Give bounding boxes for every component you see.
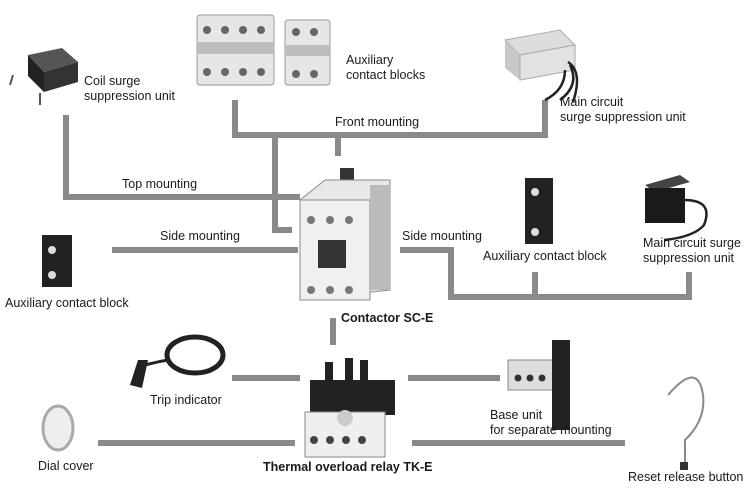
main-surge-right-label: Main circuit surge suppression unit	[643, 236, 741, 265]
dial-cover-image	[41, 404, 75, 452]
front-mounting-label: Front mounting	[335, 115, 420, 129]
coil-surge-label: Coil surge suppression unit	[84, 74, 176, 103]
base-unit-image	[507, 340, 570, 430]
main-surge-top-label: Main circuit surge suppression unit	[560, 95, 686, 124]
top-mounting-line	[63, 115, 300, 200]
reset-button-label: Reset release button	[628, 470, 744, 484]
aux-block-left-label: Auxiliary contact block	[5, 296, 129, 310]
dial-cover-label: Dial cover	[38, 459, 94, 473]
relay-label: Thermal overload relay TK-E	[263, 460, 433, 474]
aux-blocks-top-label: Auxiliary contact blocks	[346, 53, 426, 82]
main-surge-unit-top-image	[503, 29, 579, 103]
coil-surge-unit-image	[9, 48, 78, 105]
relay-image	[304, 358, 395, 458]
trip-indicator-image	[130, 334, 226, 388]
trip-indicator-label: Trip indicator	[150, 393, 222, 407]
side-mounting-right-line	[400, 247, 692, 300]
side-mounting-right-label: Side mounting	[402, 229, 482, 243]
top-mounting-label: Top mounting	[122, 177, 198, 191]
contactor-label: Contactor SC-E	[341, 311, 434, 325]
aux-contact-blocks-image	[196, 14, 331, 86]
connector-lines	[63, 100, 692, 446]
front-mounting-drop	[272, 135, 292, 233]
aux-contact-block-left-image	[42, 235, 72, 287]
base-unit-label: Base unit for separate mounting	[490, 408, 612, 437]
reset-release-button-image	[667, 376, 705, 470]
front-mounting-line	[232, 100, 548, 138]
aux-contact-block-right-image	[525, 178, 553, 244]
side-mounting-left-label: Side mounting	[160, 229, 240, 243]
contactor-image	[299, 168, 391, 301]
main-surge-unit-right-image	[645, 175, 708, 242]
aux-block-right-label: Auxiliary contact block	[483, 249, 607, 263]
